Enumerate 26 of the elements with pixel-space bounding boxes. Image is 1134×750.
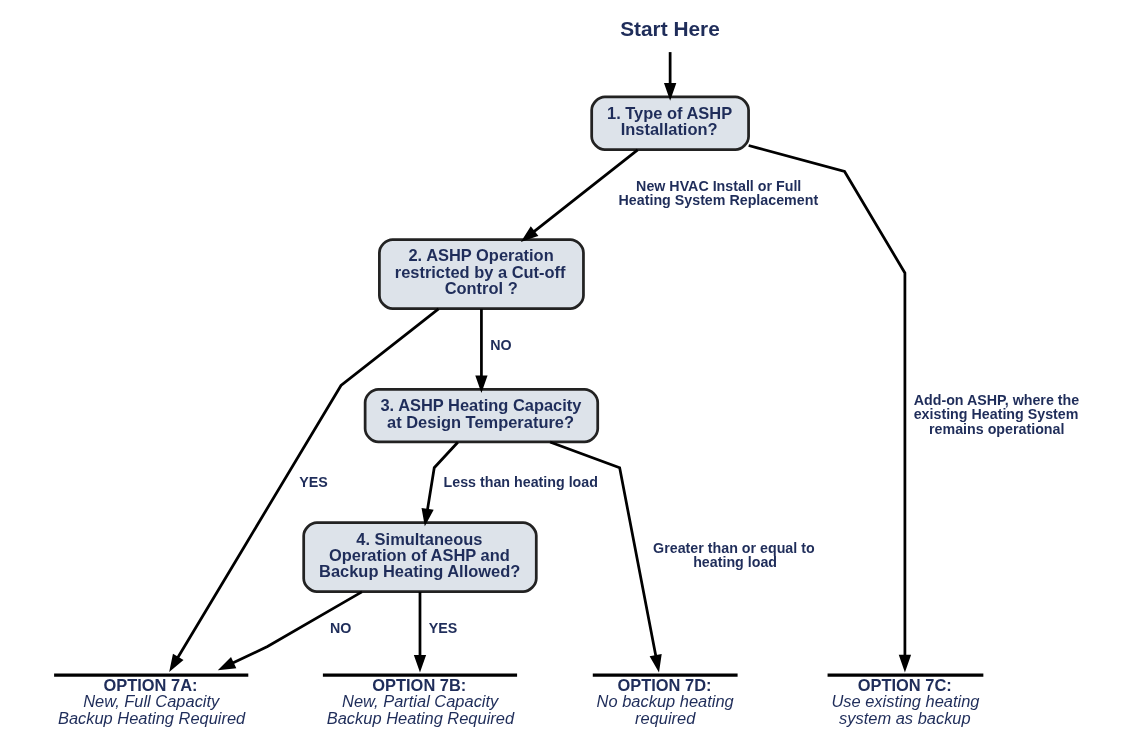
- node-box: 4. Simultaneous Operation of ASHP and Backup Heating Allowed?: [302, 521, 538, 594]
- node-box: 1. Type of ASHP Installation?: [590, 95, 750, 151]
- node-text: OPTION 7A: New, Full Capacity Backup Heating Required: [57, 675, 246, 727]
- node-text: Start Here: [620, 17, 720, 41]
- node-box: 2. ASHP Operation restricted by a Cut-off Control ?: [378, 238, 585, 310]
- arrow: [520, 148, 639, 242]
- arrow: [169, 307, 440, 672]
- node-box: 3. ASHP Heating Capacity at Design Temperature?: [363, 387, 600, 444]
- node-text: OPTION 7B: New, Partial Capacity Backup Heating Required: [326, 675, 515, 727]
- edge-label: NO: [330, 619, 352, 636]
- arrow: [748, 144, 912, 673]
- arrow: [421, 441, 459, 527]
- edge-label: Greater than or equal to heating load: [653, 540, 815, 571]
- arrow: [475, 308, 488, 394]
- edge-label: NO: [490, 336, 512, 353]
- arrow: [549, 440, 662, 673]
- arrow: [217, 590, 363, 671]
- edge-label: Less than heating load: [443, 473, 598, 490]
- edge-label: Add-on ASHP, where the existing Heating System remains operational: [913, 392, 1080, 437]
- node-text: OPTION 7D: No backup heating required: [596, 675, 734, 727]
- edge-label: YES: [299, 473, 328, 490]
- edge-label: YES: [428, 619, 458, 636]
- arrow: [663, 52, 677, 101]
- edge-label: New HVAC Install or Full Heating System Replacement: [618, 177, 819, 208]
- node-text: OPTION 7C: Use existing heating system as backup: [831, 675, 980, 727]
- arrow: [413, 591, 427, 673]
